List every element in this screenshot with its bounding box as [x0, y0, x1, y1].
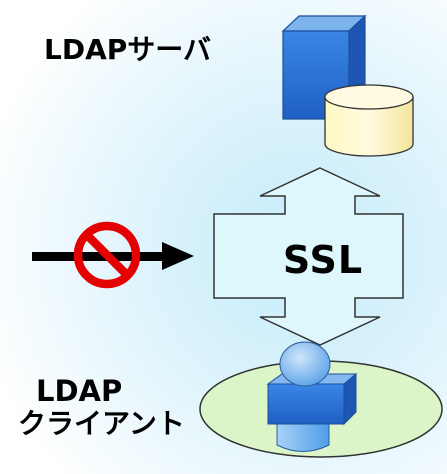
- database-cylinder-icon: [324, 84, 414, 157]
- server-label: LDAPサーバ: [44, 33, 211, 66]
- user-at-desk-icon: [199, 341, 443, 458]
- prohibited-icon: [73, 221, 141, 289]
- ssl-double-arrow: [213, 167, 404, 346]
- client-label-line2: クライアント: [18, 407, 185, 440]
- ssl-label: SSL: [282, 238, 364, 282]
- attack-arrow: [32, 242, 194, 270]
- client-label-line1: LDAP: [36, 374, 123, 408]
